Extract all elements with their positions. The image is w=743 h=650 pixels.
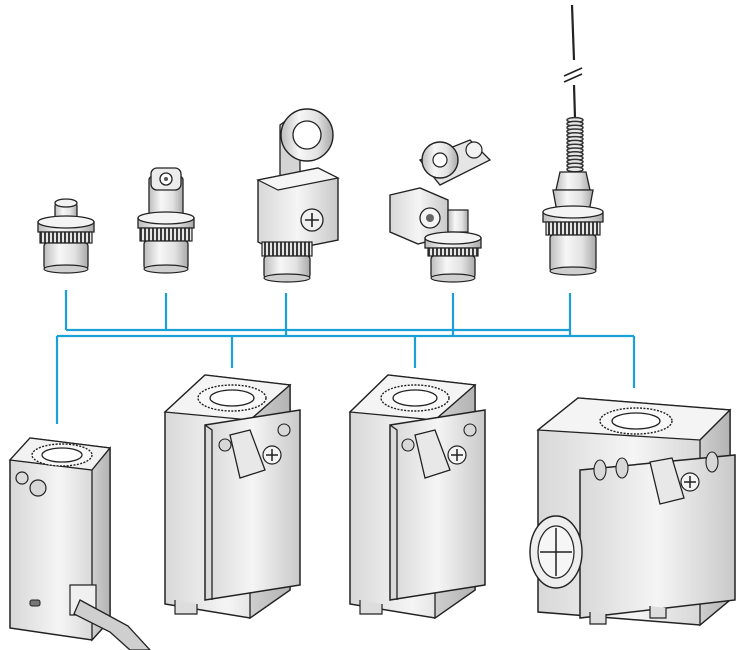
plunger-head-icon bbox=[37, 198, 95, 274]
single-entry-alt-body-icon bbox=[348, 374, 486, 620]
single-entry-body-icon bbox=[163, 374, 301, 620]
compact-cable-body-icon bbox=[8, 437, 151, 650]
roller-plunger-head-icon bbox=[137, 167, 195, 274]
roller-lever-head-icon bbox=[389, 139, 492, 283]
connector-lines bbox=[55, 290, 636, 424]
rotary-lever-head-icon bbox=[256, 108, 340, 283]
wide-body-icon bbox=[529, 397, 736, 627]
spring-coil bbox=[566, 166, 584, 173]
spring-rod-head-icon bbox=[542, 4, 604, 276]
